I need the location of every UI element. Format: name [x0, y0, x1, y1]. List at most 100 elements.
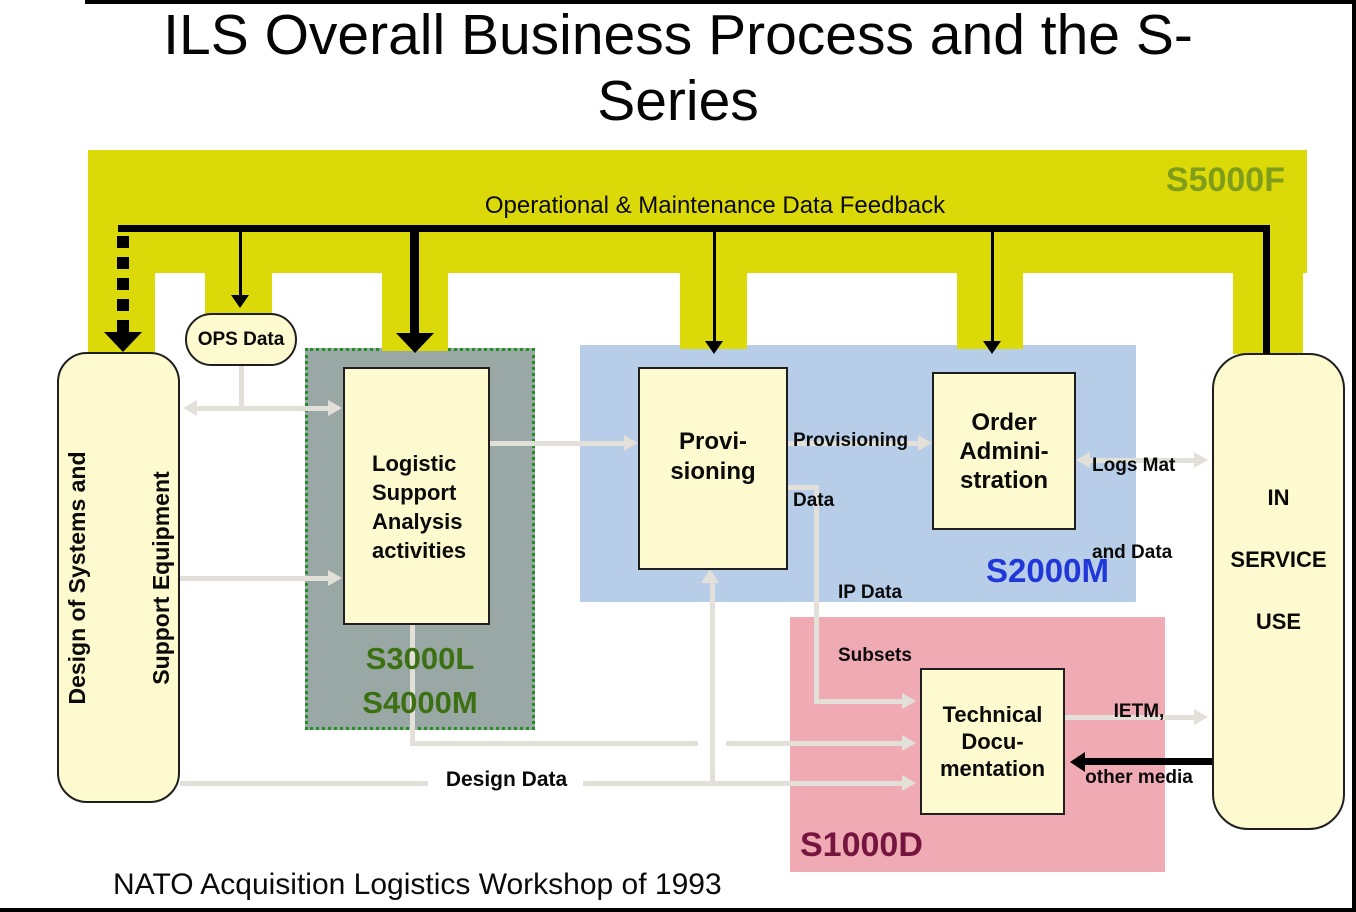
connector-provisioning-up-arrowhead-icon: [701, 569, 719, 583]
ietm-label: IETM, other media: [1072, 657, 1206, 833]
in-service-label-line3: USE: [1255, 609, 1302, 634]
connector-order-inservice-left-arrowhead-icon: [1076, 452, 1090, 468]
ip-data-subsets-label: IP Data Subsets: [838, 540, 912, 708]
arrow-order-admin-head-icon: [983, 341, 1001, 354]
ops-data-label: OPS Data: [197, 328, 285, 350]
connector-provisioning-order: [788, 441, 918, 446]
connector-order-inservice: [1089, 458, 1194, 463]
slide-caption: NATO Acquisition Logistics Workshop of 1…: [113, 868, 722, 901]
provisioning-node: Provi- sioning: [638, 367, 788, 570]
connector-lsa-techdoc-h2: [726, 741, 902, 746]
lsa-label-line4: activities: [372, 538, 467, 563]
order-admin-label-line1: Order: [971, 408, 1037, 436]
provisioning-label: Provi- sioning: [640, 427, 786, 487]
connector-techdoc-inservice: [1065, 715, 1194, 720]
arrow-ops-stem: [239, 232, 242, 295]
provisioning-label-line2: sioning: [670, 458, 756, 485]
s1000d-region-label: S1000D: [800, 826, 923, 864]
connector-ops-right-arrowhead-icon: [328, 400, 342, 416]
connector-lsa-techdoc-arrowhead-icon: [902, 735, 916, 751]
connector-techdoc-inservice-arrowhead-icon: [1194, 709, 1208, 725]
order-admin-node: Order Admini- stration: [932, 372, 1076, 530]
dashed-arrow-design-head-icon: [104, 332, 142, 352]
tech-doc-label-line1: Technical: [942, 702, 1043, 727]
s5000f-band: [88, 150, 1307, 273]
connector-designdata-provisioning-branch: [710, 582, 715, 784]
s4000m-label-line2: S4000M: [362, 685, 478, 720]
lsa-label: Logistic Support Analysis activities: [372, 449, 466, 565]
ietm-label-line1: IETM,: [1113, 701, 1165, 722]
slide-title-line2: Series: [597, 69, 759, 133]
order-admin-label: Order Admini- stration: [959, 408, 1048, 495]
slide-title-line1: ILS Overall Business Process and the S-: [163, 3, 1193, 67]
connector-lsa-techdoc-h1: [410, 741, 698, 746]
frame-right-border: [1352, 0, 1356, 912]
arrow-lsa-head-icon: [396, 333, 434, 353]
arrow-order-admin-stem: [991, 232, 994, 341]
ip-data-label-line2: Subsets: [838, 645, 912, 666]
ip-data-label-line1: IP Data: [838, 582, 903, 603]
s3000l-label-line1: S3000L: [365, 641, 475, 676]
frame-top-border: [85, 0, 1356, 4]
arrow-provisioning-stem: [713, 232, 716, 341]
lsa-label-line3: Analysis: [372, 509, 463, 534]
connector-designdata-h1: [180, 781, 428, 786]
connector-designdata-arrowhead-icon: [902, 775, 916, 791]
in-service-label-line2: SERVICE: [1230, 547, 1327, 572]
lsa-label-line1: Logistic: [372, 451, 457, 476]
design-label-line1: Design of Systems and: [63, 450, 90, 705]
provisioning-data-label-line1: Provisioning: [793, 430, 909, 451]
lsa-node: Logistic Support Analysis activities: [343, 367, 490, 625]
tech-doc-label: Technical Docu- mentation: [940, 701, 1045, 782]
connector-lsa-techdoc-vertical: [410, 625, 415, 743]
dashed-arrow-design-stem: [117, 236, 129, 332]
tech-doc-node: Technical Docu- mentation: [920, 668, 1065, 815]
logs-mat-label-line1: Logs Mat: [1092, 455, 1176, 476]
arrow-provisioning-head-icon: [705, 341, 723, 354]
connector-ipdata-vertical: [814, 485, 819, 701]
order-admin-label-line3: stration: [959, 466, 1048, 494]
feedback-trunk-line: [118, 225, 1270, 232]
connector-ipdata-h1: [788, 485, 819, 490]
connector-order-inservice-right-arrowhead-icon: [1194, 452, 1208, 468]
s3000l-region-label: S3000L S4000M: [338, 637, 502, 725]
slide-title: ILS Overall Business Process and the S- …: [0, 2, 1356, 134]
connector-lsa-provisioning-arrowhead-icon: [624, 435, 638, 451]
order-admin-label-line2: Admini-: [959, 437, 1049, 465]
arrow-inservice-techdoc-stem: [1084, 758, 1212, 765]
provisioning-data-label: Provisioning Data: [793, 391, 908, 551]
connector-design-lsa-arrowhead-icon: [328, 570, 342, 586]
feedback-label: Operational & Maintenance Data Feedback: [484, 192, 946, 219]
connector-ops-stem: [239, 366, 244, 408]
connector-ipdata-h2: [814, 699, 902, 704]
design-data-label: Design Data: [445, 768, 568, 791]
in-service-use-node: IN SERVICE USE: [1212, 353, 1345, 830]
logs-mat-label-line2: and Data: [1092, 542, 1173, 563]
design-systems-label: Design of Systems and Support Equipment: [7, 451, 231, 704]
connector-designdata-h2: [583, 781, 902, 786]
connector-lsa-provisioning: [490, 441, 624, 446]
band-leg-order-admin: [957, 273, 1023, 349]
connector-ops-left-arrowhead-icon: [183, 400, 197, 416]
in-service-label-line1: IN: [1267, 485, 1290, 510]
design-systems-node: Design of Systems and Support Equipment: [57, 352, 180, 803]
arrow-ops-head-icon: [231, 295, 249, 308]
connector-ops-horizontal: [196, 406, 328, 411]
connector-provisioning-order-arrowhead-icon: [918, 435, 932, 451]
feedback-right-drop-line: [1263, 225, 1270, 354]
lsa-label-line2: Support: [372, 480, 457, 505]
tech-doc-label-line3: mentation: [939, 756, 1046, 781]
design-label-line2: Support Equipment: [147, 470, 174, 685]
connector-design-lsa: [180, 576, 328, 581]
s5000f-label: S5000F: [1165, 161, 1285, 199]
provisioning-label-line1: Provi-: [678, 428, 747, 455]
arrow-inservice-techdoc-head-icon: [1070, 752, 1085, 772]
ietm-label-line2: other media: [1085, 767, 1193, 788]
frame-bottom-border: [0, 908, 1356, 912]
tech-doc-label-line2: Docu-: [961, 729, 1024, 754]
connector-ipdata-arrowhead-icon: [902, 693, 916, 709]
logs-mat-label: Logs Mat and Data: [1092, 393, 1175, 625]
ops-data-node: OPS Data: [185, 313, 297, 366]
arrow-lsa-stem: [410, 232, 419, 333]
s2000m-region-label: S2000M: [986, 552, 1109, 589]
